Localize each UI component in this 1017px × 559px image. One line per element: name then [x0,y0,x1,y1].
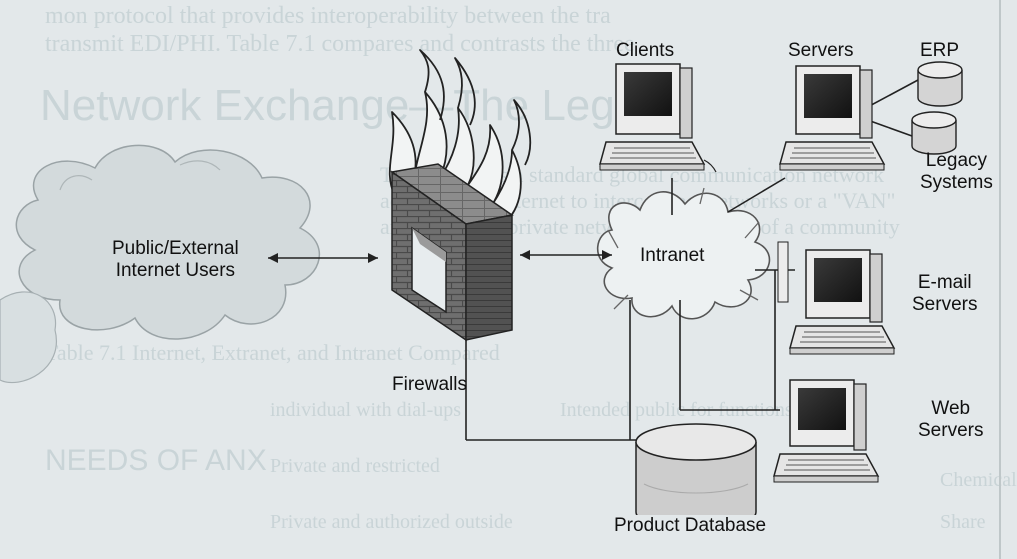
email-label-line1: E-mail [917,272,972,293]
public-internet-users-label: Public/External Internet Users [112,238,239,282]
email-servers-computer-icon [777,241,896,355]
public-label-line2: Internet Users [115,260,236,281]
background-text-line: transmit EDI/PHI. Table 7.1 compares and… [45,31,635,57]
public-label-line1: Public/External [112,238,239,259]
servers-computer-icon [779,65,886,171]
email-label-line2: Servers [912,294,978,315]
clients-computer-icon [599,63,717,173]
web-servers-label: Web Servers [918,398,983,442]
product-database-icon [635,423,757,531]
intranet-label: Intranet [640,245,705,266]
background-text-line: Table 7.1 Internet, Extranet, and Intran… [45,340,500,365]
product-database-label: Product Database [612,515,769,537]
background-text-line: Intended public for functions [560,399,793,421]
firewalls-label: Firewalls [392,374,467,395]
servers-label: Servers [788,40,854,61]
background-text-line: Share [940,511,986,533]
cloud-fragment [0,291,58,384]
arrowheads [268,250,612,263]
legacy-label: Legacy Systems [920,150,993,194]
legacy-label-line2: Systems [920,172,993,193]
clients-label: Clients [616,40,675,61]
background-text-line: Private and authorized outside [270,511,513,533]
legacy-systems-database-icon [911,111,957,155]
background-text-line: Chemical [940,469,1017,491]
legacy-label-line1: Legacy [925,150,988,171]
background-text-heading: NEEDS OF ANX [45,444,267,477]
background-text-heading: Network Exchange—The Legacy [40,81,684,130]
email-servers-label: E-mail Servers [912,272,977,316]
firewall-wall [390,163,514,342]
background-text-line: mon protocol that provides interoperabil… [45,3,611,29]
web-servers-computer-icon [773,379,880,483]
erp-label: ERP [920,40,960,61]
background-text-line: Private and restricted [270,455,440,477]
erp-database-icon [917,61,963,107]
background-text-line: individual with dial-ups [270,399,462,421]
web-label-line2: Servers [918,420,984,441]
web-label-line1: Web [931,398,971,419]
